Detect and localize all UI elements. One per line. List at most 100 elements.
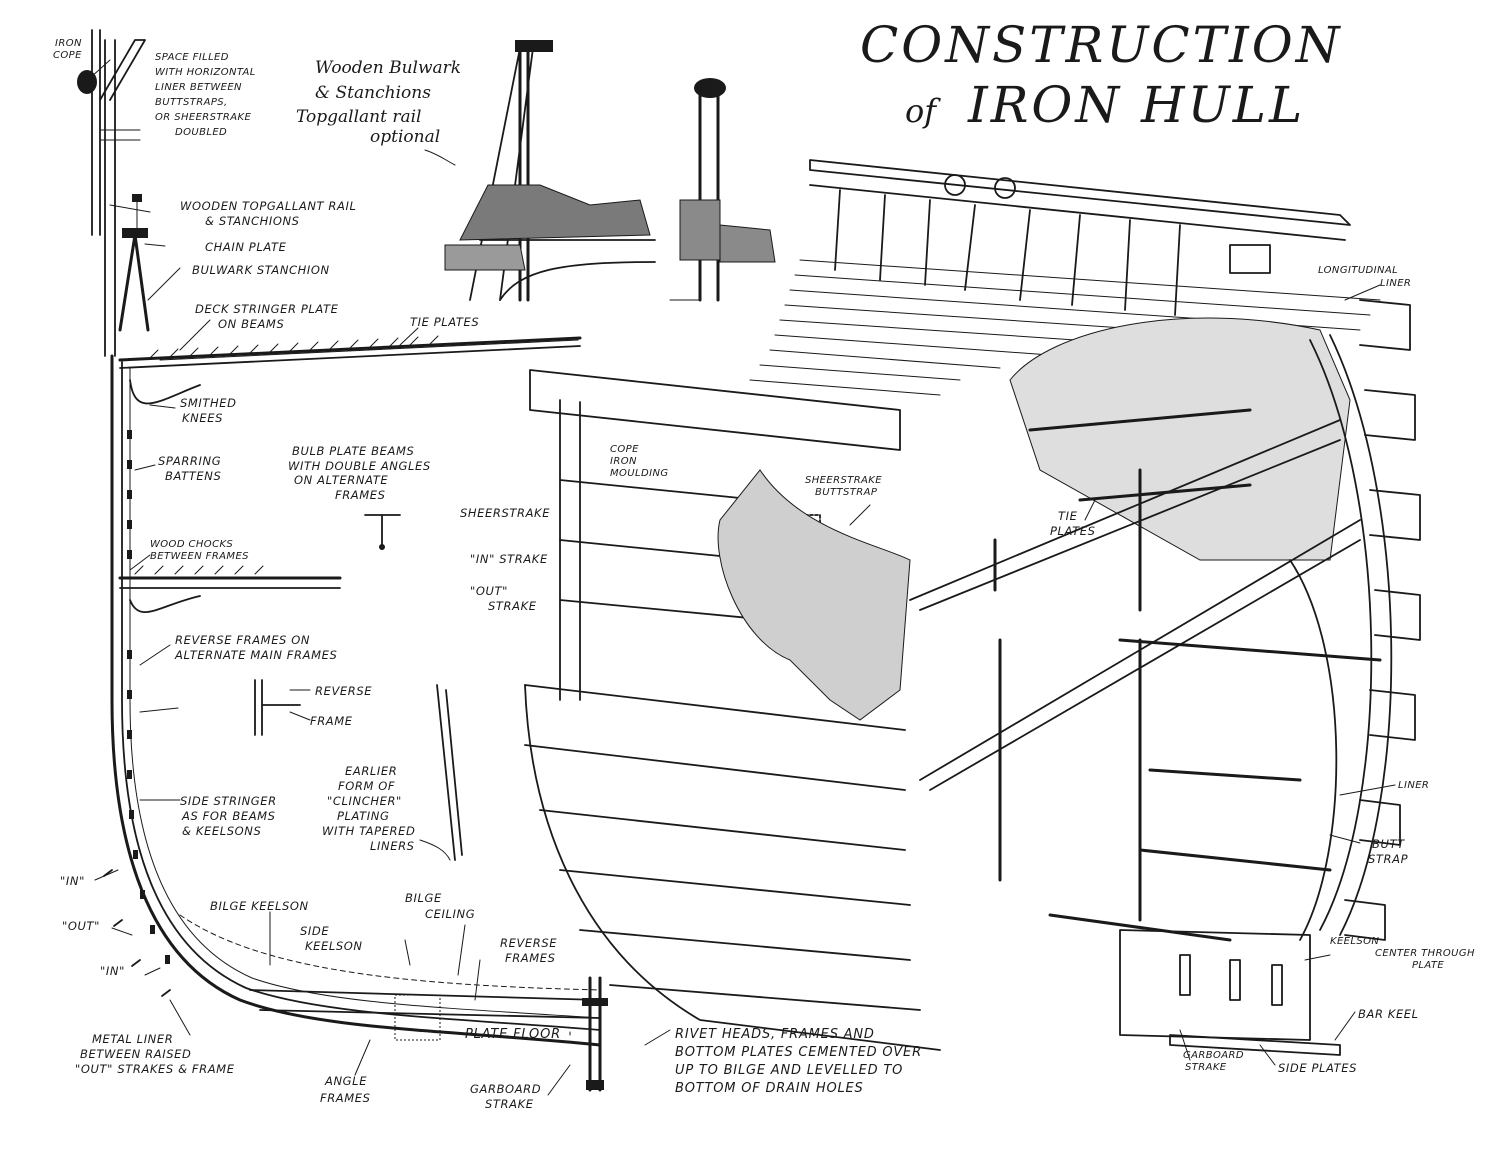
- label-iron-cope-1: IRON: [55, 38, 82, 49]
- label-sheerstrake-buttstrap-2: BUTTSTRAP: [815, 487, 878, 498]
- leader-lines: [89, 59, 1396, 1096]
- label-rivet-heads-4: BOTTOM OF DRAIN HOLES: [675, 1081, 864, 1096]
- label-reverse: REVERSE: [315, 684, 372, 698]
- label-rivet-heads-2: BOTTOM PLATES CEMENTED OVER: [675, 1045, 922, 1060]
- label-cope-iron-1: COPE: [610, 444, 639, 455]
- label-reverse-frames-1: REVERSE: [500, 936, 557, 950]
- annotation-labels: IRON COPE SPACE FILLED WITH HORIZONTAL L…: [53, 38, 1475, 1111]
- label-space-filled-6: DOUBLED: [175, 127, 227, 138]
- shell-curve: [524, 684, 941, 1051]
- title-of: of: [905, 92, 941, 130]
- label-out-strake-2: STRAKE: [488, 599, 537, 613]
- label-keelson-center-2: CENTER THROUGH: [1375, 948, 1475, 959]
- label-space-filled-4: BUTTSTRAPS,: [155, 97, 228, 108]
- label-keelson-center-3: PLATE: [1412, 960, 1444, 971]
- shell-strakes: [524, 479, 921, 1011]
- label-bulb-plate-1: BULB PLATE BEAMS: [292, 444, 414, 458]
- label-frame: FRAME: [310, 714, 353, 728]
- label-side-plates: SIDE PLATES: [1278, 1061, 1357, 1075]
- label-reverse-frames-on-1: REVERSE FRAMES ON: [175, 633, 310, 647]
- upper-rail: [809, 159, 1351, 226]
- label-smithed-knees-1: SMITHED: [180, 396, 237, 410]
- label-sheerstrake: SHEERSTRAKE: [460, 506, 550, 520]
- label-wood-chocks-2: BETWEEN FRAMES: [150, 551, 249, 562]
- label-plate-floor: PLATE FLOOR: [465, 1027, 561, 1042]
- iron-cope: [77, 70, 97, 94]
- label-liner: LINER: [1398, 780, 1429, 791]
- label-side-keelson-1: SIDE: [300, 924, 329, 938]
- label-cope-iron-3: MOULDING: [610, 468, 668, 479]
- hull-frame-line: [129, 367, 601, 1019]
- cope-moulding: [529, 369, 901, 451]
- hull-shell-inner: [121, 361, 601, 1031]
- label-earlier-1: EARLIER: [345, 764, 397, 778]
- label-wooden-bulwark-3: Topgallant rail: [296, 107, 421, 127]
- label-in-2: "IN": [100, 964, 125, 978]
- deck-beams: [1028, 408, 1382, 942]
- bottom-floor: [249, 989, 601, 1019]
- cutaway-void: [717, 469, 911, 721]
- label-garboard-right-1: GARBOARD: [1183, 1050, 1244, 1061]
- keelson-plate: [1119, 929, 1311, 1041]
- outer-side-plates: [1344, 299, 1421, 941]
- label-side-keelson-2: KEELSON: [305, 939, 363, 953]
- title-line-1: CONSTRUCTION: [860, 16, 1342, 74]
- label-tie-plates-mid-2: PLATES: [1050, 524, 1096, 538]
- label-earlier-2: FORM OF: [338, 779, 395, 793]
- label-out-strake-1: "OUT": [470, 584, 508, 598]
- label-deck-stringer-2: ON BEAMS: [218, 317, 284, 331]
- label-earlier-4: PLATING: [337, 809, 390, 823]
- bar-keel: [1169, 1034, 1341, 1056]
- label-space-filled-5: OR SHEERSTRAKE: [155, 112, 251, 123]
- label-wooden-topgallant-2: & STANCHIONS: [205, 214, 300, 228]
- label-smithed-knees-2: KNEES: [182, 411, 223, 425]
- topgallant-rail-detail: [669, 78, 776, 302]
- label-earlier-5: WITH TAPERED: [322, 824, 415, 838]
- bilge-ceiling-line: [179, 914, 601, 991]
- label-side-stringer-3: & KEELSONS: [182, 824, 261, 838]
- label-tie-plates-top: TIE PLATES: [410, 315, 479, 329]
- label-angle-frames-2: FRAMES: [320, 1091, 371, 1105]
- smithed-knee: [129, 379, 201, 405]
- label-space-filled-2: WITH HORIZONTAL: [155, 67, 256, 78]
- label-reverse-frames-on-2: ALTERNATE MAIN FRAMES: [174, 648, 337, 662]
- clincher-plating-icon: [436, 684, 463, 861]
- scupper-port: [1229, 244, 1271, 274]
- label-in-strake: "IN" STRAKE: [470, 552, 548, 566]
- sparring-batten-blocks: [127, 430, 170, 964]
- hull-cross-section: [77, 29, 608, 1092]
- wooden-bulwark-detail: [444, 40, 656, 302]
- label-metal-liner-2: BETWEEN RAISED: [80, 1047, 191, 1061]
- label-bulb-plate-4: FRAMES: [335, 488, 386, 502]
- label-bilge-keelson: BILGE KEELSON: [210, 899, 309, 913]
- reverse-frame-icon: [254, 679, 301, 736]
- label-side-stringer-1: SIDE STRINGER: [180, 794, 277, 808]
- hull-cutaway: [524, 159, 1421, 1056]
- label-wooden-bulwark-4: optional: [370, 127, 440, 147]
- label-bulb-plate-3: ON ALTERNATE: [294, 473, 388, 487]
- label-rivet-heads-1: RIVET HEADS, FRAMES AND: [675, 1027, 875, 1042]
- label-out-1: "OUT": [62, 919, 100, 933]
- label-reverse-frames-2: FRAMES: [505, 951, 556, 965]
- label-earlier-3: "CLINCHER": [327, 794, 402, 808]
- label-wood-chocks-1: WOOD CHOCKS: [150, 539, 233, 550]
- bulwark-stanchions: [834, 189, 1181, 316]
- label-sheerstrake-buttstrap-1: SHEERSTRAKE: [805, 475, 882, 486]
- label-earlier-6: LINERS: [370, 839, 415, 853]
- label-tie-plates-mid-1: TIE: [1058, 509, 1078, 523]
- label-butt-strap-1: BUTT: [1372, 837, 1405, 851]
- label-bulwark-stanchion: BULWARK STANCHION: [192, 263, 330, 277]
- label-bulb-plate-2: WITH DOUBLE ANGLES: [288, 459, 431, 473]
- label-in-1: "IN": [60, 874, 85, 888]
- label-metal-liner-1: METAL LINER: [92, 1032, 173, 1046]
- label-space-filled-1: SPACE FILLED: [155, 52, 229, 63]
- label-deck-stringer-1: DECK STRINGER PLATE: [195, 302, 339, 316]
- porthole-1: [944, 174, 966, 196]
- label-garboard-left-2: STRAKE: [485, 1097, 534, 1111]
- label-garboard-left-1: GARBOARD: [470, 1082, 541, 1096]
- label-sparring-battens-2: BATTENS: [165, 469, 221, 483]
- label-bilge-ceiling-2: CEILING: [425, 907, 475, 921]
- label-wooden-bulwark-2: & Stanchions: [315, 83, 431, 103]
- label-butt-strap-2: STRAP: [1368, 852, 1408, 866]
